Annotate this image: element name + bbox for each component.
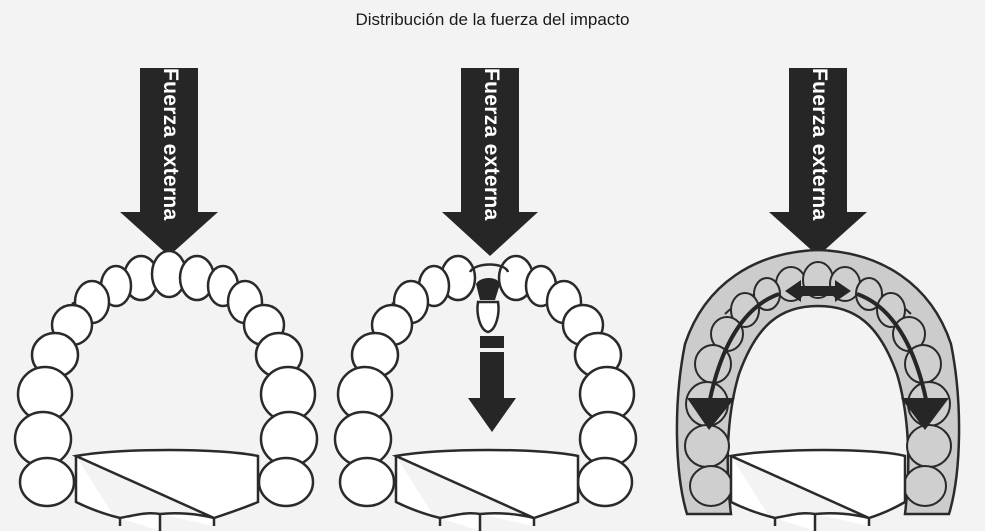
force-label: Fuerza externa xyxy=(461,68,521,268)
diagram-title: Distribución de la fuerza del impacto xyxy=(0,10,985,30)
palate xyxy=(731,450,905,531)
displacement-arrow-icon xyxy=(468,336,516,432)
displaced-tooth xyxy=(476,278,500,332)
force-label: Fuerza externa xyxy=(789,68,849,268)
dental-arch-1 xyxy=(15,251,317,531)
panel-dental-arch-tooth-displaced: Fuerza externa xyxy=(330,44,650,531)
panel-dental-arch-with-mouthguard: Fuerza externa xyxy=(665,44,985,531)
tooth-molar xyxy=(20,458,74,506)
force-label: Fuerza externa xyxy=(140,68,200,268)
tooth-molar xyxy=(259,458,313,506)
panel-dental-arch-unprotected: Fuerza externa xyxy=(0,44,320,531)
